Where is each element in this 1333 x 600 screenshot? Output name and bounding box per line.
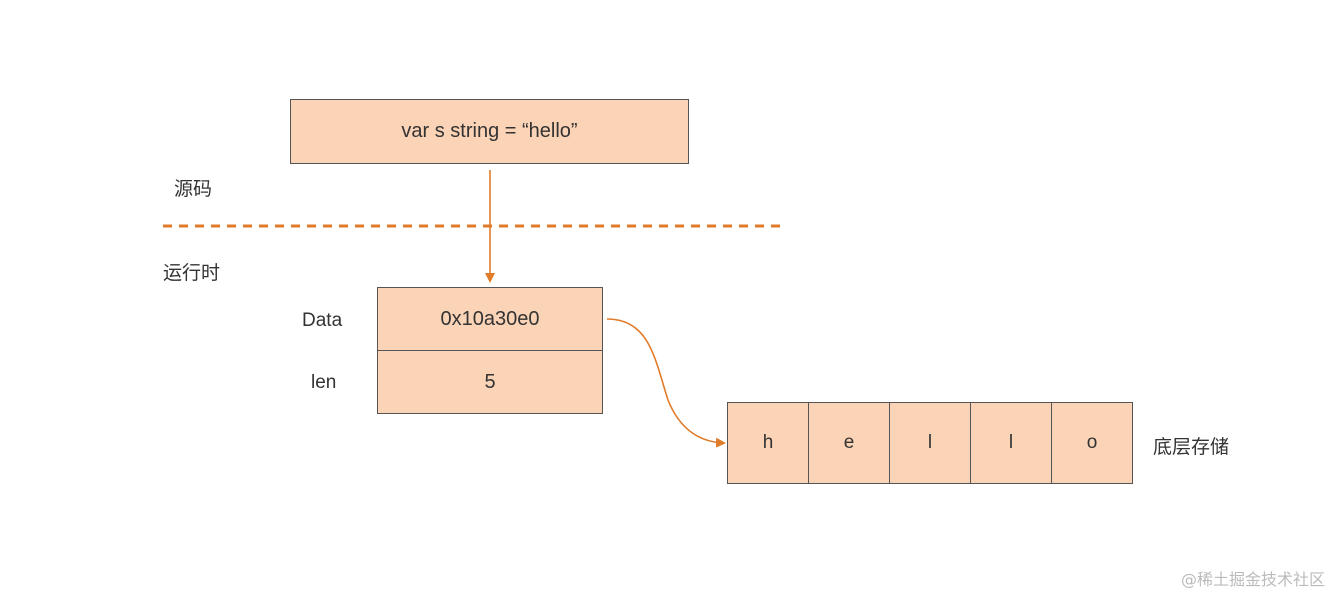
storage-cell: o xyxy=(1051,402,1133,484)
struct-len-value: 5 xyxy=(484,370,496,393)
struct-field-len-label: len xyxy=(311,372,337,393)
storage-label: 底层存储 xyxy=(1153,436,1230,458)
storage-cell-char: h xyxy=(762,432,774,453)
struct-len-cell: 5 xyxy=(377,350,603,414)
storage-cell: h xyxy=(727,402,809,484)
storage-cell-char: e xyxy=(843,432,855,453)
storage-cell-char: l xyxy=(927,432,933,453)
source-code-text: var s string = “hello” xyxy=(401,120,578,142)
storage-cell-char: o xyxy=(1086,432,1098,453)
storage-cell: l xyxy=(889,402,971,484)
watermark-text: @稀土掘金技术社区 xyxy=(1180,570,1325,589)
storage-cell: e xyxy=(808,402,890,484)
runtime-label: 运行时 xyxy=(163,262,221,284)
source-label: 源码 xyxy=(174,178,213,200)
struct-data-value: 0x10a30e0 xyxy=(440,307,540,330)
storage-cell-char: l xyxy=(1008,432,1014,453)
storage-cell: l xyxy=(970,402,1052,484)
struct-field-data-label: Data xyxy=(302,310,343,331)
source-code-box: var s string = “hello” xyxy=(290,99,689,164)
pointer-arrow xyxy=(606,318,726,448)
struct-data-cell: 0x10a30e0 xyxy=(377,287,603,351)
